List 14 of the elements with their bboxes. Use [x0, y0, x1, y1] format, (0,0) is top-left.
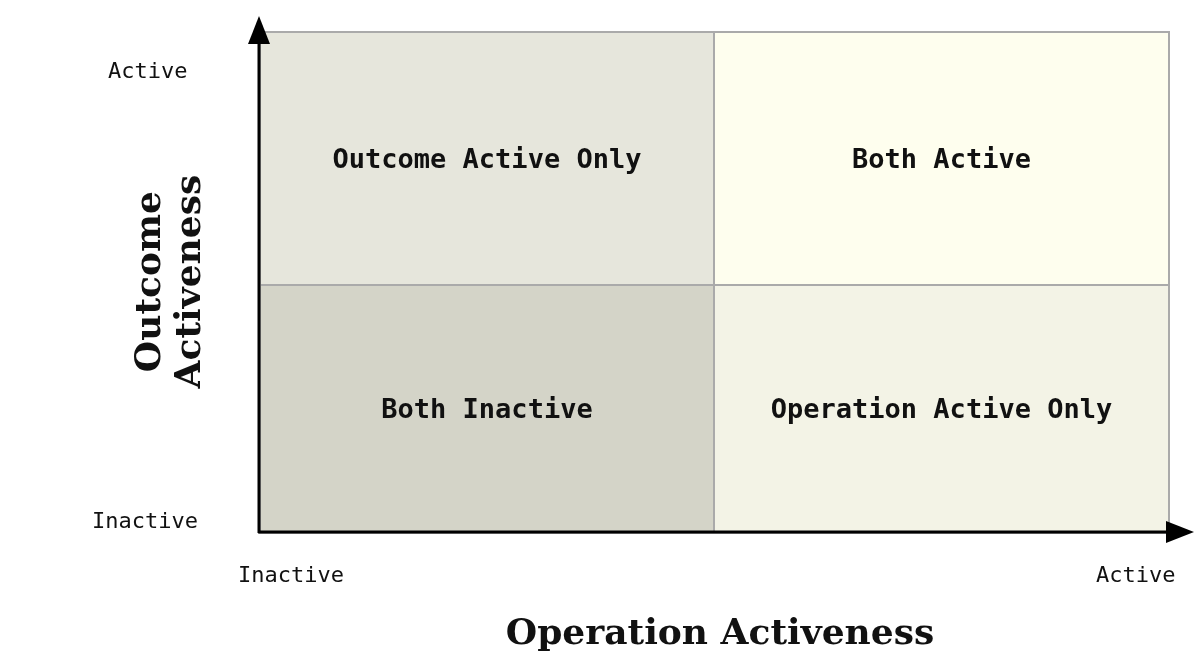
quadrant-box [259, 31, 715, 286]
axis-title: Outcome Activeness [128, 173, 208, 391]
axis-tick-label: Active [1096, 562, 1176, 587]
quadrant-label: Outcome Active Only [331, 141, 643, 176]
quadrant-label: Both Inactive [380, 392, 594, 427]
axis-tick-label: Inactive [92, 508, 198, 533]
quadrant-label: Both Active [851, 141, 1032, 176]
axis-title: Operation Activeness [504, 612, 936, 652]
axis-tick-label: Inactive [238, 562, 344, 587]
quadrant-box [259, 284, 715, 534]
quadrant-box [713, 284, 1170, 534]
quadrant-box [713, 31, 1170, 286]
quadrant-label: Operation Active Only [769, 392, 1114, 427]
axis-tick-label: Active [108, 58, 188, 83]
